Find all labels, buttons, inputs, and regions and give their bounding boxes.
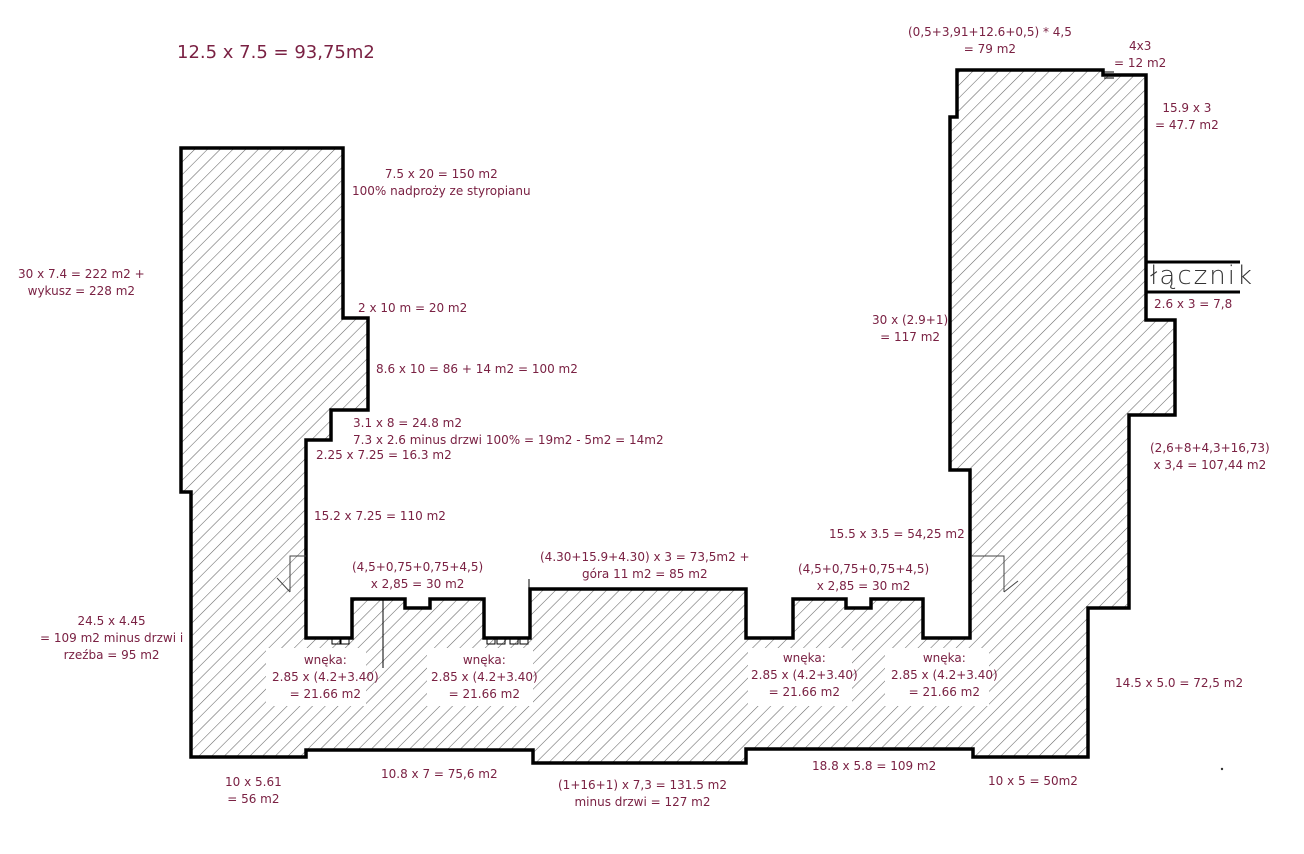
niche-2-label: wnęka: 2.85 x (4.2+3.40) = 21.66 m2	[431, 653, 538, 701]
inner-left-label: 15.2 x 7.25 = 110 m2	[314, 509, 446, 523]
connector-area-label: 2.6 x 3 = 7,8	[1154, 297, 1233, 311]
niche-1-label: wnęka: 2.85 x (4.2+3.40) = 21.66 m2	[272, 653, 379, 701]
top-total-label: 12.5 x 7.5 = 93,75m2	[177, 42, 375, 63]
niche-4-bg	[885, 648, 989, 706]
bottom-right-label: 10 x 5 = 50m2	[988, 774, 1078, 788]
left-lower-outer-label: 24.5 x 4.45 = 109 m2 minus drzwi i rzeźb…	[40, 614, 184, 662]
bottom-center-label: (1+16+1) x 7,3 = 131.5 m2 minus drzwi = …	[558, 778, 728, 809]
dot	[1220, 767, 1224, 771]
niche-3-bg	[748, 648, 852, 706]
niche-4-label: wnęka: 2.85 x (4.2+3.40) = 21.66 m2	[891, 651, 998, 699]
niche-1-bg	[266, 648, 366, 706]
niche-3-label: wnęka: 2.85 x (4.2+3.40) = 21.66 m2	[751, 651, 858, 699]
bay-right-label: (4,5+0,75+0,75+4,5) x 2,85 = 30 m2	[798, 562, 930, 593]
center-front-label: (4.30+15.9+4.30) x 3 = 73,5m2 + góra 11 …	[540, 550, 750, 581]
bottom-left-label: 10 x 5.61 = 56 m2	[225, 775, 282, 806]
right-wing-outer-mid-label: (2,6+8+4,3+16,73) x 3,4 = 107,44 m2	[1150, 441, 1270, 472]
left-wing-top-label: 7.5 x 20 = 150 m2 100% nadproży ze styro…	[352, 167, 531, 198]
left-wing-outer-label: 30 x 7.4 = 222 m2 + wykusz = 228 m2	[18, 267, 145, 298]
door-symbol-left	[276, 555, 306, 593]
step-3-1x8-label: 3.1 x 8 = 24.8 m2 7.3 x 2.6 minus drzwi …	[353, 416, 664, 447]
right-wing-top-label: (0,5+3,91+12.6+0,5) * 4,5 = 79 m2	[908, 25, 1072, 56]
right-wing-notch-label: 4x3 = 12 m2	[1114, 39, 1167, 70]
door-symbol-right	[972, 555, 1019, 593]
window-marks	[331, 71, 1114, 645]
right-wing-outer-top-label: 15.9 x 3 = 47.7 m2	[1155, 101, 1219, 132]
niche-2-bg	[427, 648, 533, 706]
connector-label: łącznik	[1150, 261, 1255, 291]
step-8-6x10-label: 8.6 x 10 = 86 + 14 m2 = 100 m2	[376, 362, 578, 376]
step-2-25-label: 2.25 x 7.25 = 16.3 m2	[316, 448, 452, 462]
bay-left-label: (4,5+0,75+0,75+4,5) x 2,85 = 30 m2	[352, 560, 484, 591]
inner-right-label: 15.5 x 3.5 = 54,25 m2	[829, 527, 965, 541]
bottom-right-mid-label: 18.8 x 5.8 = 109 m2	[812, 759, 937, 773]
right-wing-inner-label: 30 x (2.9+1) = 117 m2	[872, 313, 949, 344]
bottom-left-mid-label: 10.8 x 7 = 75,6 m2	[381, 767, 498, 781]
right-lower-outer-label: 14.5 x 5.0 = 72,5 m2	[1115, 676, 1244, 690]
step-2x10-label: 2 x 10 m = 20 m2	[358, 301, 468, 315]
